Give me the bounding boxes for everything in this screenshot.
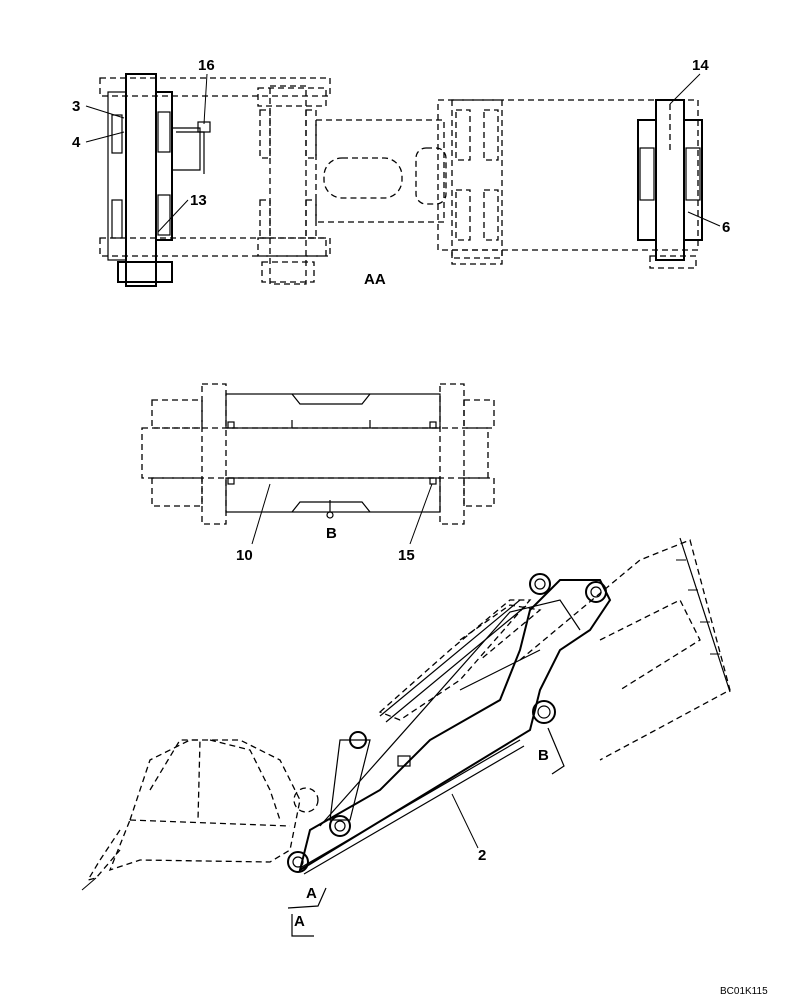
callout-10: 10 bbox=[236, 483, 271, 564]
section-view-b bbox=[141, 383, 495, 525]
svg-text:15: 15 bbox=[398, 547, 415, 564]
view-label-aa: AA bbox=[364, 271, 386, 288]
svg-text:A: A bbox=[294, 913, 305, 930]
svg-text:B: B bbox=[538, 747, 549, 764]
svg-text:10: 10 bbox=[236, 547, 253, 564]
section-marker-a: A A bbox=[287, 885, 327, 937]
callout-15: 15 bbox=[398, 483, 433, 564]
drawing-code: BC01K115 bbox=[720, 986, 768, 997]
svg-text:2: 2 bbox=[478, 847, 486, 864]
callout-4: 4 bbox=[72, 131, 125, 151]
callout-3: 3 bbox=[72, 98, 125, 119]
svg-text:4: 4 bbox=[72, 134, 81, 151]
arm-assembly bbox=[81, 537, 731, 891]
callout-14: 14 bbox=[669, 57, 709, 105]
callout-6: 6 bbox=[687, 211, 730, 236]
svg-text:6: 6 bbox=[722, 219, 730, 236]
svg-text:13: 13 bbox=[190, 192, 207, 209]
svg-text:16: 16 bbox=[198, 57, 215, 74]
view-aa-assembly bbox=[99, 73, 703, 287]
callout-13: 13 bbox=[157, 192, 207, 233]
callout-2: 2 bbox=[451, 793, 486, 864]
view-label-b-section: B bbox=[326, 525, 337, 542]
section-marker-b: B bbox=[538, 727, 565, 775]
svg-text:A: A bbox=[306, 885, 317, 902]
svg-text:14: 14 bbox=[692, 57, 709, 74]
svg-text:3: 3 bbox=[72, 98, 80, 115]
callout-16: 16 bbox=[198, 57, 215, 125]
